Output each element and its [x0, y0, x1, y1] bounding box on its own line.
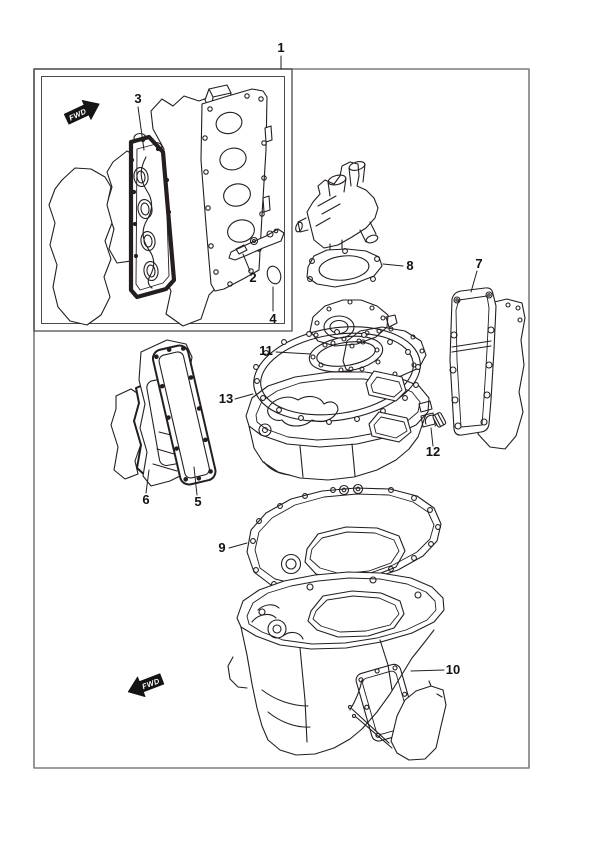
- callout-5-label: 5: [194, 494, 201, 509]
- callout-12-label: 12: [426, 444, 440, 459]
- side-gasket-part7: [449, 287, 526, 450]
- inset-box-outer: [33, 68, 293, 332]
- callout-1-label: 1: [277, 40, 284, 55]
- adapter-gasket-part13: [253, 326, 421, 425]
- callout-7-label: 7: [475, 256, 482, 271]
- callout-12-leader: [430, 427, 434, 447]
- inset-box-inner: [41, 76, 285, 324]
- o-ring-part4: [266, 265, 282, 285]
- cylinder-block-sheet-gasket: [48, 167, 113, 326]
- callout-11-leader: [275, 351, 312, 355]
- callout-8-label: 8: [406, 258, 413, 273]
- fwd-arrow-bottom-icon: FWD: [127, 673, 165, 697]
- valve-cover-gasket-part3: [128, 132, 177, 300]
- callout-6-label: 6: [142, 492, 149, 507]
- callout-10-label: 10: [446, 662, 460, 677]
- callout-7-leader: [470, 270, 478, 293]
- oil-pan-gasket-part9: [246, 483, 442, 593]
- thermostat-housing: [295, 161, 379, 261]
- callout-13-label: 13: [219, 391, 233, 406]
- callout-13-leader: [234, 393, 254, 400]
- cylinder-head-gasket: [200, 84, 273, 292]
- callout-6-leader: [145, 469, 150, 494]
- callout-3-leader: [137, 106, 145, 151]
- callout-11-label: 11: [259, 343, 273, 358]
- callout-5-leader: [193, 466, 198, 496]
- callout-labels: 1 2 3 4 5 6 7 8 9 10 11 12 13: [134, 40, 482, 677]
- callout-10-leader: [410, 669, 445, 672]
- callout-9-label: 9: [218, 540, 225, 555]
- callout-8-leader: [382, 263, 404, 267]
- side-panel-gaskets-part5-6: [110, 339, 217, 487]
- engine-holder: [227, 571, 445, 756]
- clip-part12: [424, 412, 447, 428]
- callout-2-leader: [242, 253, 251, 272]
- oil-pump-plate: [309, 299, 398, 347]
- callout-9-leader: [228, 542, 248, 549]
- callout-leaders: [137, 55, 478, 672]
- oil-pump-gasket-part11: [308, 335, 384, 373]
- callout-4-label: 4: [269, 311, 277, 326]
- bracket-gasket-part2: [228, 228, 285, 261]
- adapter-housing-pads: [365, 370, 412, 443]
- callout-3-label: 3: [134, 91, 141, 106]
- thermostat-gasket-part8: [306, 248, 383, 288]
- callout-2-label: 2: [249, 270, 256, 285]
- side-plate-bottom: [390, 680, 447, 761]
- plate-gasket: [342, 326, 427, 380]
- fwd-arrow-top-icon: FWD: [63, 99, 100, 125]
